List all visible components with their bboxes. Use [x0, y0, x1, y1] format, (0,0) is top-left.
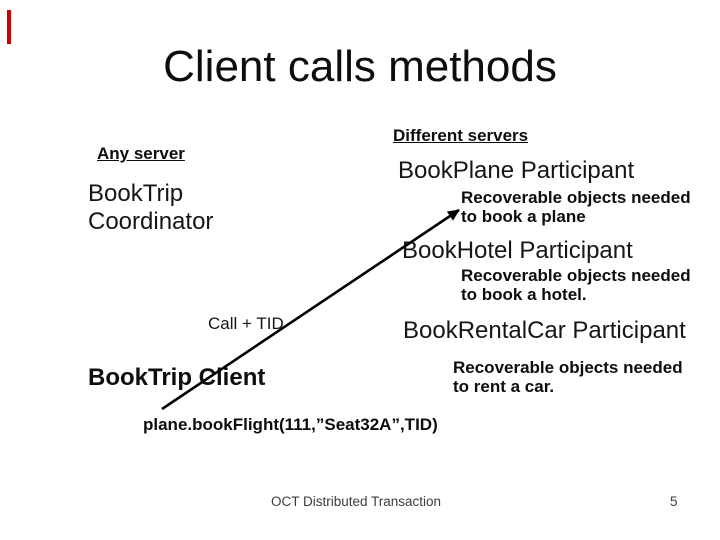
note-bookrentalcar: Recoverable objects needed to rent a car…	[453, 358, 683, 396]
note-bookplane-line1: Recoverable objects needed	[461, 188, 691, 207]
label-bookplane-participant: BookPlane Participant	[398, 157, 635, 184]
slide-title: Client calls methods	[163, 42, 557, 91]
red-accent-mark	[7, 10, 11, 44]
heading-any-server: Any server	[97, 144, 185, 163]
coordinator-line2: Coordinator	[88, 208, 214, 235]
page-number: 5	[670, 494, 678, 509]
label-booktrip-client: BookTrip Client	[88, 364, 266, 391]
label-booktrip-coordinator: BookTrip Coordinator	[88, 180, 213, 236]
heading-different-servers: Different servers	[393, 126, 529, 145]
coordinator-line1: BookTrip	[88, 180, 184, 207]
note-bookrentalcar-line2: to rent a car.	[453, 377, 555, 396]
note-bookhotel-line2: to book a hotel.	[461, 285, 587, 304]
label-call-tid: Call + TID	[208, 314, 284, 333]
note-bookplane: Recoverable objects needed to book a pla…	[461, 188, 691, 226]
note-bookrentalcar-line1: Recoverable objects needed	[453, 358, 683, 377]
note-bookplane-line2: to book a plane	[461, 207, 586, 226]
label-bookhotel-participant: BookHotel Participant	[402, 237, 633, 264]
code-bookflight-call: plane.bookFlight(111,”Seat32A”,TID)	[143, 415, 438, 434]
label-bookrentalcar-participant: BookRentalCar Participant	[403, 317, 686, 344]
note-bookhotel-line1: Recoverable objects needed	[461, 266, 691, 285]
note-bookhotel: Recoverable objects needed to book a hot…	[461, 266, 691, 304]
footer-text: OCT Distributed Transaction	[271, 494, 442, 509]
